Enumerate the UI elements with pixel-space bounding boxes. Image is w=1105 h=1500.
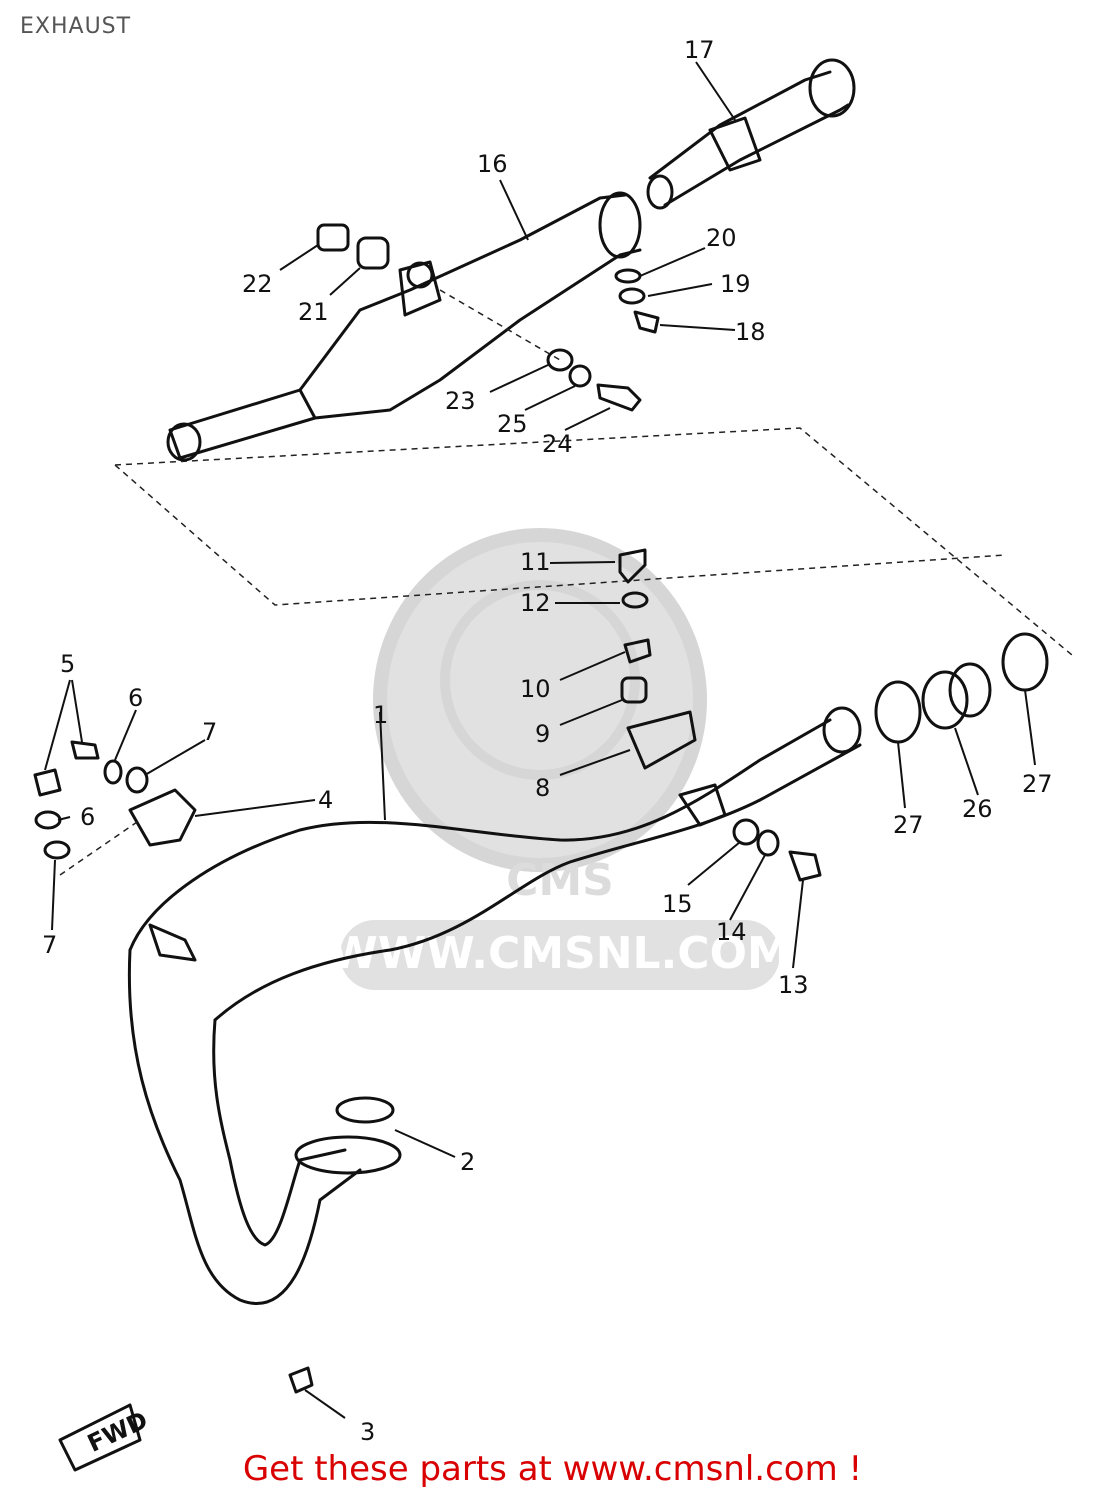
exhaust-pipe-1 <box>127 706 862 1394</box>
callout-26: 26 <box>962 795 993 823</box>
left-bracket-hardware <box>33 740 197 876</box>
joint-26 <box>921 670 969 730</box>
callout-17: 17 <box>684 36 715 64</box>
callout-1: 1 <box>373 701 388 729</box>
callout-8: 8 <box>535 774 550 802</box>
callout-25: 25 <box>497 410 528 438</box>
callout-4: 4 <box>318 786 333 814</box>
nut-3 <box>288 1366 314 1394</box>
clamp-27-left <box>874 680 922 744</box>
watermark-url: WWW.CMSNL.COM <box>329 928 791 979</box>
washer-19 <box>618 287 646 305</box>
washer-7b <box>43 840 71 860</box>
bolt-5a <box>33 768 62 797</box>
callout-12: 12 <box>520 589 551 617</box>
callout-20: 20 <box>706 224 737 252</box>
bolt-24 <box>596 383 642 412</box>
callout-15: 15 <box>662 890 693 918</box>
callout-2: 2 <box>460 1148 475 1176</box>
damper-9 <box>620 676 648 704</box>
callout-13: 13 <box>778 971 809 999</box>
footer-link-text[interactable]: Get these parts at www.cmsnl.com ! <box>242 1449 863 1489</box>
bolt-5b <box>70 740 100 760</box>
collar-21 <box>356 236 390 270</box>
callout-11: 11 <box>520 548 551 576</box>
callout-27b: 27 <box>1022 770 1053 798</box>
washer-6b <box>34 810 62 830</box>
callout-27a: 27 <box>893 811 924 839</box>
bolt-13 <box>788 850 822 882</box>
callout-14: 14 <box>716 918 747 946</box>
washer-20 <box>614 268 642 284</box>
nut-12 <box>621 591 649 609</box>
cmsnl-watermark: CMS WWW.CMSNL.COM <box>329 528 791 990</box>
callout-23: 23 <box>445 387 476 415</box>
callout-9: 9 <box>535 720 550 748</box>
tailpipe-17 <box>646 58 856 210</box>
callout-6b: 6 <box>80 803 95 831</box>
clamp-27-right <box>1001 632 1049 692</box>
callout-21: 21 <box>298 298 329 326</box>
callout-6a: 6 <box>128 684 143 712</box>
alignment-dashed-box <box>114 427 1073 656</box>
bolt-11 <box>618 548 647 584</box>
bolt-18 <box>633 310 660 334</box>
callout-19: 19 <box>720 270 751 298</box>
washer-7a <box>125 766 149 794</box>
washer-15 <box>732 818 760 846</box>
callout-numbers: 17 16 20 19 18 22 21 23 25 24 11 12 10 9… <box>42 36 1053 1446</box>
bracket-8 <box>626 710 697 770</box>
muffler-hardware <box>316 223 660 412</box>
muffler-16 <box>166 191 642 462</box>
washer-6a <box>103 759 123 785</box>
callout-22: 22 <box>242 270 273 298</box>
callout-18: 18 <box>735 318 766 346</box>
callout-3: 3 <box>360 1418 375 1446</box>
callout-7b: 7 <box>42 931 57 959</box>
bolt-10 <box>623 638 652 664</box>
grommet-22 <box>316 223 350 252</box>
washer-23 <box>546 348 574 372</box>
bracket-4 <box>128 788 197 847</box>
callout-7a: 7 <box>202 718 217 746</box>
washer-25 <box>568 364 592 388</box>
bracket-hardware <box>618 548 822 882</box>
watermark-logo: CMS <box>506 855 614 906</box>
washer-14 <box>756 829 780 857</box>
joint-parts <box>874 632 1049 744</box>
callout-24: 24 <box>542 430 573 458</box>
callout-16: 16 <box>477 150 508 178</box>
callout-5: 5 <box>60 650 75 678</box>
diagram-title: EXHAUST <box>20 14 132 39</box>
callout-10: 10 <box>520 675 551 703</box>
leader-lines <box>44 61 1036 1419</box>
gasket-2 <box>335 1096 395 1124</box>
